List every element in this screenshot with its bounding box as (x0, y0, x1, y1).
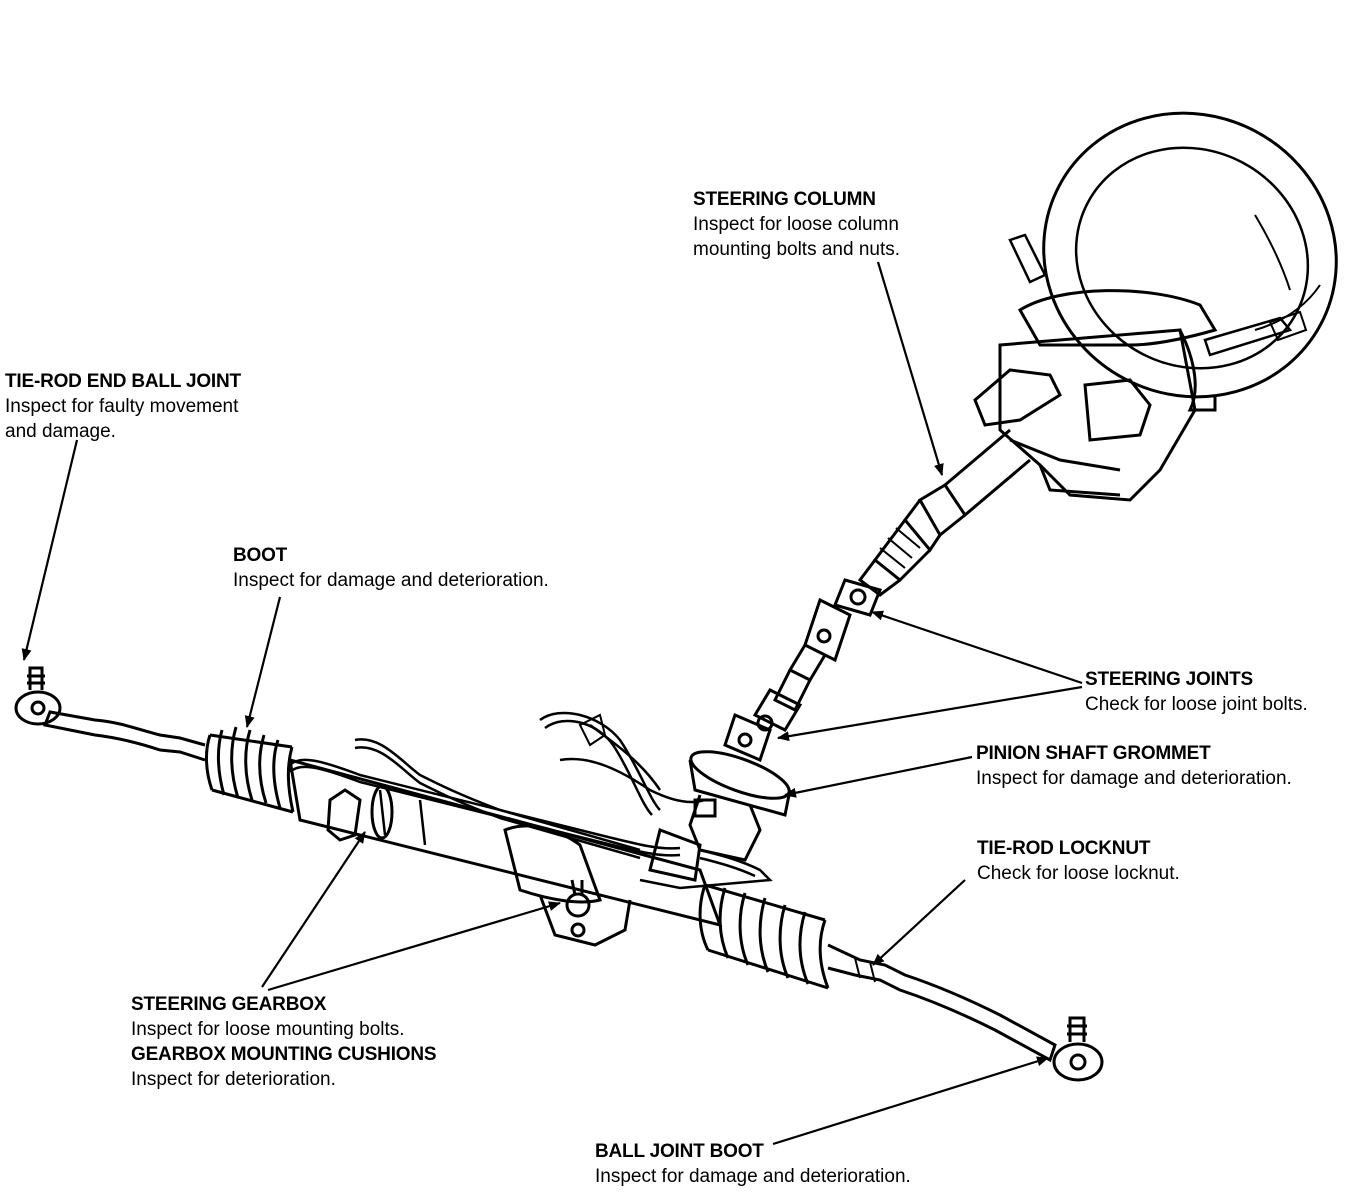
intermediate-shaft (723, 578, 883, 763)
label-tie-rod-end-ball-joint-line-2: and damage. (5, 421, 116, 442)
leader-pinion-grommet (784, 755, 973, 798)
steering-wheel (1008, 111, 1338, 399)
label-tie-rod-locknut-line-1: Check for loose locknut. (977, 863, 1180, 884)
label-ball-joint-boot-line-1: Inspect for damage and deterioration. (595, 1166, 911, 1187)
leader-tie-rod-end (21, 439, 79, 661)
label-steering-column-line-1: Inspect for loose column (693, 214, 899, 235)
label-tie-rod-end-ball-joint-line-1: Inspect for faulty movement (5, 396, 239, 417)
left-tie-rod (14, 666, 206, 762)
label-gearbox-mounting-cushions-line-1: Inspect for deterioration. (131, 1069, 336, 1090)
label-steering-joints-title: STEERING JOINTS (1085, 669, 1254, 690)
label-steering-column-line-2: mounting bolts and nuts. (693, 239, 901, 260)
label-steering-gearbox-title: STEERING GEARBOX (131, 994, 327, 1015)
label-steering-gearbox-line-1: Inspect for loose mounting bolts. (131, 1019, 405, 1040)
pinion-housing (648, 750, 792, 882)
leader-steering-joint-upper (871, 610, 1083, 685)
label-boot-line-1: Inspect for damage and deterioration. (233, 570, 549, 591)
leader-ball-joint-boot (772, 1056, 1049, 1146)
steering-column (857, 289, 1218, 597)
label-steering-column-title: STEERING COLUMN (693, 189, 876, 210)
label-tie-rod-locknut: TIE-ROD LOCKNUT Check for loose locknut. (977, 836, 1180, 886)
label-boot-title: BOOT (233, 545, 288, 566)
leader-steering-joint-lower (777, 685, 1083, 742)
label-tie-rod-locknut-title: TIE-ROD LOCKNUT (977, 838, 1151, 859)
right-tie-rod (827, 943, 1104, 1082)
label-ball-joint-boot: BALL JOINT BOOT Inspect for damage and d… (595, 1139, 911, 1189)
label-pinion-shaft-grommet-title: PINION SHAFT GROMMET (976, 743, 1211, 764)
label-steering-column: STEERING COLUMN Inspect for loose column… (693, 187, 900, 262)
label-boot: BOOT Inspect for damage and deterioratio… (233, 543, 549, 593)
label-gearbox-mounting-cushions-title: GEARBOX MOUNTING CUSHIONS (131, 1044, 437, 1065)
right-boot (698, 883, 830, 990)
label-tie-rod-end-ball-joint: TIE-ROD END BALL JOINT Inspect for fault… (5, 369, 241, 444)
label-pinion-shaft-grommet-line-1: Inspect for damage and deterioration. (976, 768, 1292, 789)
leader-gearbox-cushion (261, 831, 366, 988)
leader-lines (21, 261, 1083, 1146)
label-steering-joints: STEERING JOINTS Check for loose joint bo… (1085, 667, 1308, 717)
label-steering-joints-line-1: Check for loose joint bolts. (1085, 694, 1308, 715)
label-ball-joint-boot-title: BALL JOINT BOOT (595, 1141, 764, 1162)
label-tie-rod-end-ball-joint-title: TIE-ROD END BALL JOINT (5, 371, 241, 392)
leader-gearbox-mount (267, 901, 561, 992)
left-boot (205, 726, 295, 814)
leader-tie-rod-locknut (872, 879, 966, 966)
leader-boot (244, 596, 282, 728)
label-steering-gearbox: STEERING GEARBOX Inspect for loose mount… (131, 992, 437, 1092)
leader-steering-column (876, 261, 944, 476)
label-pinion-shaft-grommet: PINION SHAFT GROMMET Inspect for damage … (976, 741, 1292, 791)
